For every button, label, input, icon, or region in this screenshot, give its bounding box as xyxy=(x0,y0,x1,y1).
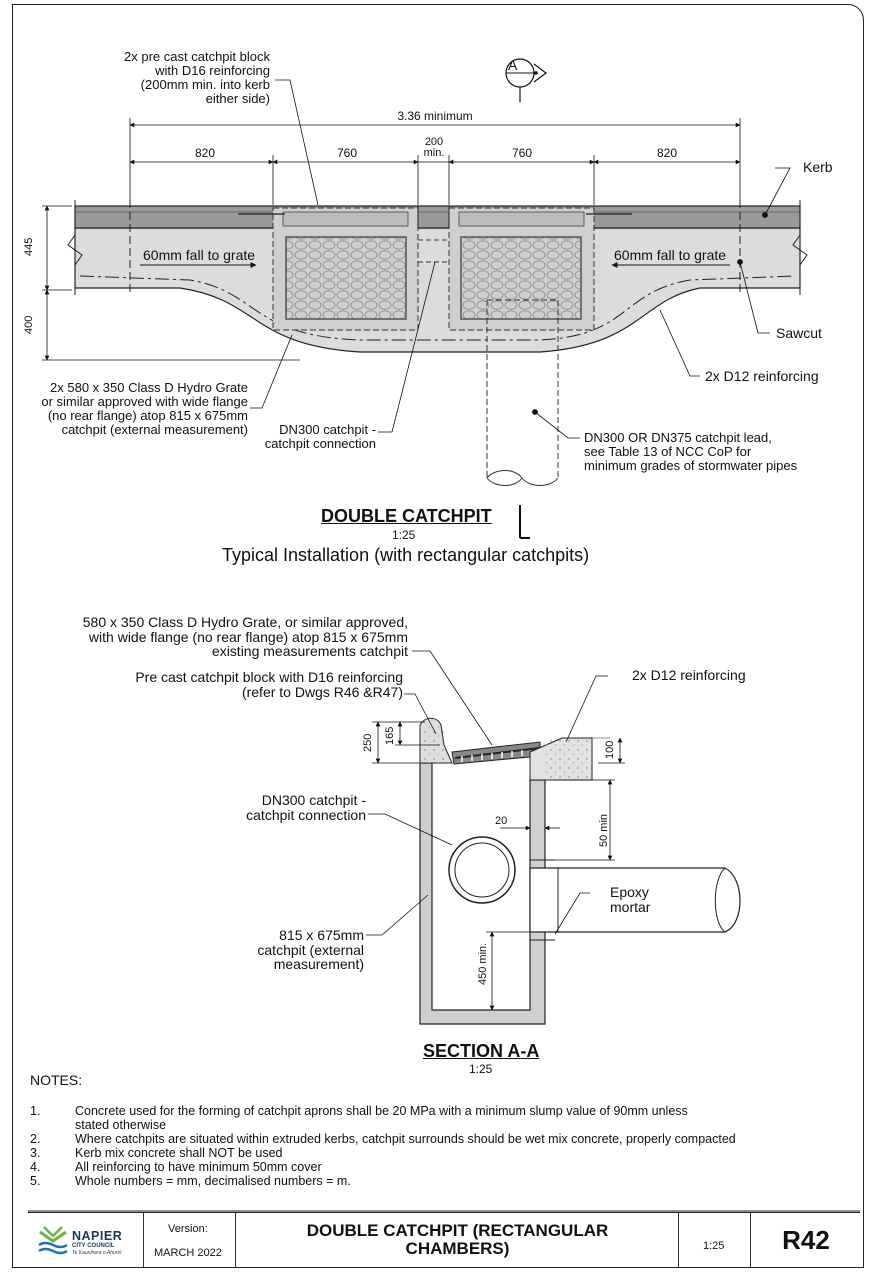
fall-label-left: 60mm fall to grate xyxy=(143,247,256,263)
version-cell: Version: MARCH 2022 xyxy=(143,1213,235,1268)
notes-heading: NOTES: xyxy=(30,1072,83,1088)
logo-tagline: Te Kaunihera o Ahuriri xyxy=(72,1250,122,1256)
version-value: MARCH 2022 xyxy=(154,1247,222,1259)
overall-dimension: 3.36 minimum xyxy=(397,109,473,123)
plan-subtitle: Typical Installation (with rectangular c… xyxy=(222,545,590,565)
chamber-note: 815 x 675mm catchpit (external measureme… xyxy=(257,927,364,972)
note-item: 4. All reinforcing to have minimum 50mm … xyxy=(30,1160,322,1174)
dim-760-left: 760 xyxy=(336,146,358,160)
version-label: Version: xyxy=(168,1223,208,1235)
section-marker-a xyxy=(505,58,547,539)
dim-760-right: 760 xyxy=(511,146,533,160)
dim-50-min: 50 min xyxy=(598,813,610,847)
section-scale: 1:25 xyxy=(469,1062,493,1076)
note-item: 1. Concrete used for the forming of catc… xyxy=(30,1104,688,1132)
vdim-445: 445 xyxy=(23,237,35,256)
notes-list: 1. Concrete used for the forming of catc… xyxy=(30,1104,820,1188)
titleblock-scale: 1:25 xyxy=(703,1240,725,1252)
plan-leaders xyxy=(250,79,791,439)
logo-sub: CITY COUNCIL xyxy=(72,1243,115,1249)
section-title: SECTION A-A xyxy=(423,1041,540,1061)
note-item: 2. Where catchpits are situated within e… xyxy=(30,1132,736,1146)
drawing-frame xyxy=(12,4,864,1268)
kerb-strip xyxy=(74,205,801,229)
outlet-pipe xyxy=(486,299,559,480)
dim-200-min: 200 min. xyxy=(423,136,445,159)
d12-reinforcing-line xyxy=(79,275,796,341)
dim-820-right: 820 xyxy=(656,146,678,160)
plan-title: DOUBLE CATCHPIT xyxy=(321,506,492,526)
plan-lead-note: DN300 OR DN375 catchpit lead, see Table … xyxy=(584,430,798,473)
dim-100: 100 xyxy=(604,740,616,759)
dim-250: 250 xyxy=(362,733,374,752)
kerb-label: Kerb xyxy=(803,159,833,175)
plan-dimensions xyxy=(42,118,741,361)
break-line-left xyxy=(67,200,83,295)
plan-scale: 1:25 xyxy=(392,528,416,542)
dim-450-min: 450 min. xyxy=(477,942,489,985)
title-block: NAPIER CITY COUNCIL Te Kaunihera o Ahuri… xyxy=(28,1212,860,1268)
drawing-number-cell: R42 xyxy=(750,1213,860,1268)
section-connection-note: DN300 catchpit - catchpit connection xyxy=(246,792,366,823)
scale-cell: 1:25 xyxy=(678,1213,750,1268)
section-block-note: Pre cast catchpit block with D16 reinfor… xyxy=(135,669,403,700)
section-dimensions xyxy=(372,721,625,1011)
apron-concrete xyxy=(74,227,801,353)
drawing-number: R42 xyxy=(782,1225,830,1255)
hydro-grate-left xyxy=(285,236,407,320)
section-leaders xyxy=(366,650,608,936)
section-grate-note: 580 x 350 Class D Hydro Grate, or simila… xyxy=(82,614,408,659)
plan-connection-note: DN300 catchpit - catchpit connection xyxy=(264,422,376,451)
drawing-title-cell: DOUBLE CATCHPIT (RECTANGULAR CHAMBERS) xyxy=(235,1213,678,1268)
logo-name: NAPIER xyxy=(72,1229,123,1243)
note-item: 5. Whole numbers = mm, decimalised numbe… xyxy=(30,1174,351,1188)
dim-165: 165 xyxy=(384,726,396,745)
vdim-400: 400 xyxy=(23,315,35,334)
section-outlet-pipe xyxy=(529,867,741,933)
precast-block-callout: 2x pre cast catchpit block with D16 rein… xyxy=(124,49,270,106)
epoxy-mortar-label: Epoxy mortar xyxy=(610,884,651,915)
dim-20: 20 xyxy=(495,815,508,827)
section-marker-label: A xyxy=(508,57,518,73)
plan-view xyxy=(42,58,808,539)
break-line-right xyxy=(792,200,808,295)
section-view xyxy=(366,650,741,1025)
note-item: 3. Kerb mix concrete shall NOT be used xyxy=(30,1146,283,1160)
hydro-grate-right xyxy=(460,236,582,320)
logo-cell: NAPIER CITY COUNCIL Te Kaunihera o Ahuri… xyxy=(28,1213,143,1268)
fall-label-right: 60mm fall to grate xyxy=(614,247,727,263)
sawcut-label: Sawcut xyxy=(776,325,822,341)
dim-820-left: 820 xyxy=(194,146,216,160)
drawing-title: DOUBLE CATCHPIT (RECTANGULAR CHAMBERS) xyxy=(306,1221,609,1258)
napier-logo-icon xyxy=(38,1226,68,1255)
plan-reinforcing-label: 2x D12 reinforcing xyxy=(705,368,819,384)
section-reinforcing-label: 2x D12 reinforcing xyxy=(632,667,746,683)
section-grate xyxy=(451,741,541,765)
plan-grate-note: 2x 580 x 350 Class D Hydro Grate or simi… xyxy=(41,380,248,437)
